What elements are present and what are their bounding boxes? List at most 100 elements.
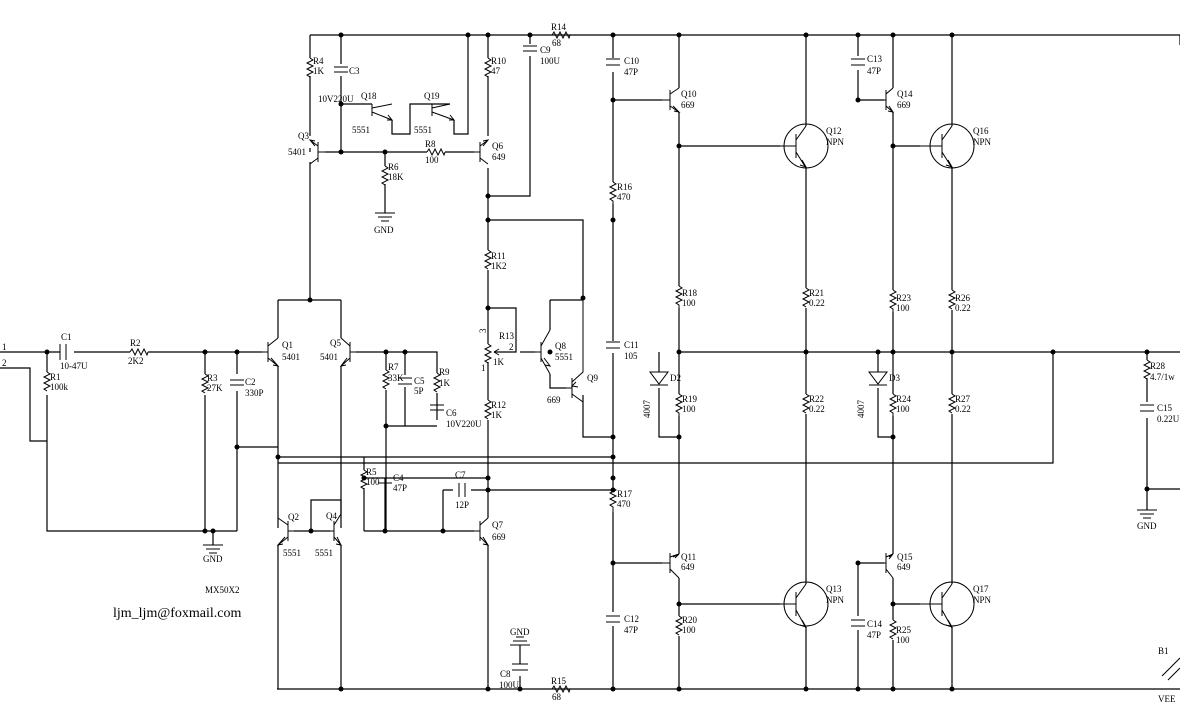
- r27-symbol: [947, 393, 957, 414]
- r14-symbol: [551, 30, 571, 40]
- q11-symbol: [662, 553, 680, 579]
- vee-label: VEE: [1158, 694, 1176, 704]
- r15-name: R15: [551, 676, 567, 686]
- c15-name: C15: [1157, 403, 1173, 413]
- q10-name: Q10: [681, 89, 697, 99]
- transistor-symbols: [262, 87, 975, 629]
- r24-value: 100: [896, 404, 910, 414]
- d3-symbol: [868, 371, 888, 386]
- q10-value: 669: [681, 100, 695, 110]
- r24-name: R24: [896, 394, 912, 404]
- r9-symbol: [432, 372, 442, 393]
- d3-name: D3: [889, 373, 900, 383]
- c6-value: 10V220U: [446, 419, 482, 429]
- q4-name: Q4: [326, 511, 337, 521]
- r16-name: R16: [617, 182, 633, 192]
- r17-value: 470: [617, 499, 631, 509]
- labels: 1 2 R1 100k R2 2K2 R3 27K R4 1K R5 100 R…: [2, 22, 1180, 704]
- c2-value: 330P: [245, 388, 264, 398]
- c4-name: C4: [393, 473, 404, 483]
- pot-pin-3: 3: [478, 328, 488, 333]
- q6-symbol: [474, 139, 490, 165]
- c4-symbol: [378, 477, 392, 484]
- r3-symbol: [200, 373, 210, 394]
- r22-name: R22: [809, 394, 824, 404]
- r21-name: R21: [809, 288, 824, 298]
- q18-symbol: [371, 103, 394, 121]
- c9-symbol: [523, 45, 537, 52]
- c11-name: C11: [624, 340, 639, 350]
- c14-symbol: [851, 619, 865, 627]
- q9-name: Q9: [587, 373, 598, 383]
- r25-name: R25: [896, 625, 912, 635]
- q9-symbol: [566, 298, 584, 403]
- q5-value: 5401: [320, 352, 338, 362]
- q3-symbol: [308, 139, 325, 165]
- r8-name: R8: [425, 139, 436, 149]
- gnd-label: GND: [203, 554, 223, 564]
- q1-name: Q1: [282, 340, 293, 350]
- r4-value: 1K: [313, 66, 325, 76]
- r18-value: 100: [682, 298, 696, 308]
- b1-name: B1: [1158, 646, 1169, 656]
- gnd-label: GND: [510, 627, 530, 637]
- c1-value: 10-47U: [60, 361, 88, 371]
- r23-value: 100: [896, 303, 910, 313]
- c4-value: 47P: [393, 483, 407, 493]
- q19-symbol: [431, 103, 456, 121]
- q14-value: 669: [897, 100, 911, 110]
- ground-icon: [510, 636, 530, 646]
- r16-symbol: [608, 181, 618, 205]
- r20-name: R20: [682, 615, 698, 625]
- c11-symbol: [606, 341, 620, 349]
- c2-name: C2: [245, 377, 256, 387]
- q2-symbol: [276, 517, 294, 546]
- r12-symbol: [483, 399, 493, 420]
- c13-name: C13: [867, 54, 883, 64]
- ground-icon: [203, 544, 223, 554]
- r7-value: 33K: [388, 373, 404, 383]
- q10-symbol: [662, 87, 681, 113]
- pot-pin-1: 1: [481, 363, 486, 373]
- d2-symbol: [649, 371, 669, 386]
- r15-value: 68: [552, 692, 562, 702]
- r3-value: 27K: [207, 383, 223, 393]
- q6-name: Q6: [492, 141, 503, 151]
- r21-symbol: [801, 287, 811, 308]
- q13-value: NPN: [826, 595, 845, 605]
- r6-name: R6: [388, 162, 399, 172]
- c2-symbol: [230, 379, 244, 386]
- r26-symbol: [947, 289, 957, 310]
- r18-symbol: [674, 285, 684, 309]
- c11-value: 105: [624, 351, 638, 361]
- r1-value: 100k: [50, 382, 69, 392]
- r2-symbol: [129, 347, 149, 357]
- q11-value: 649: [681, 562, 695, 572]
- r27-value: 0.22: [955, 404, 971, 414]
- r1-symbol: [42, 371, 52, 392]
- d2-value: 4007: [642, 400, 652, 419]
- c1-name: C1: [61, 332, 72, 342]
- c7-symbol: [458, 483, 466, 497]
- c3-value: 10V220U: [318, 94, 354, 104]
- q14-symbol: [884, 87, 895, 113]
- q7-name: Q7: [492, 520, 503, 530]
- r6-symbol: [380, 165, 390, 186]
- ground-symbols: [203, 212, 1157, 646]
- q16-value: NPN: [973, 137, 992, 147]
- q5-name: Q5: [330, 338, 341, 348]
- r19-name: R19: [682, 394, 698, 404]
- d2-name: D2: [670, 373, 681, 383]
- q1-symbol: [262, 337, 280, 367]
- q15-name: Q15: [897, 552, 913, 562]
- q18-name: Q18: [361, 91, 377, 101]
- r1-name: R1: [50, 372, 61, 382]
- c10-value: 47P: [624, 67, 638, 77]
- r12-name: R12: [491, 400, 506, 410]
- r7-name: R7: [388, 362, 399, 372]
- junction-dots: [44, 32, 1150, 692]
- r12-value: 1K: [491, 410, 503, 420]
- r16-value: 470: [617, 192, 631, 202]
- q13-symbol: [780, 581, 829, 629]
- q13-name: Q13: [826, 584, 842, 594]
